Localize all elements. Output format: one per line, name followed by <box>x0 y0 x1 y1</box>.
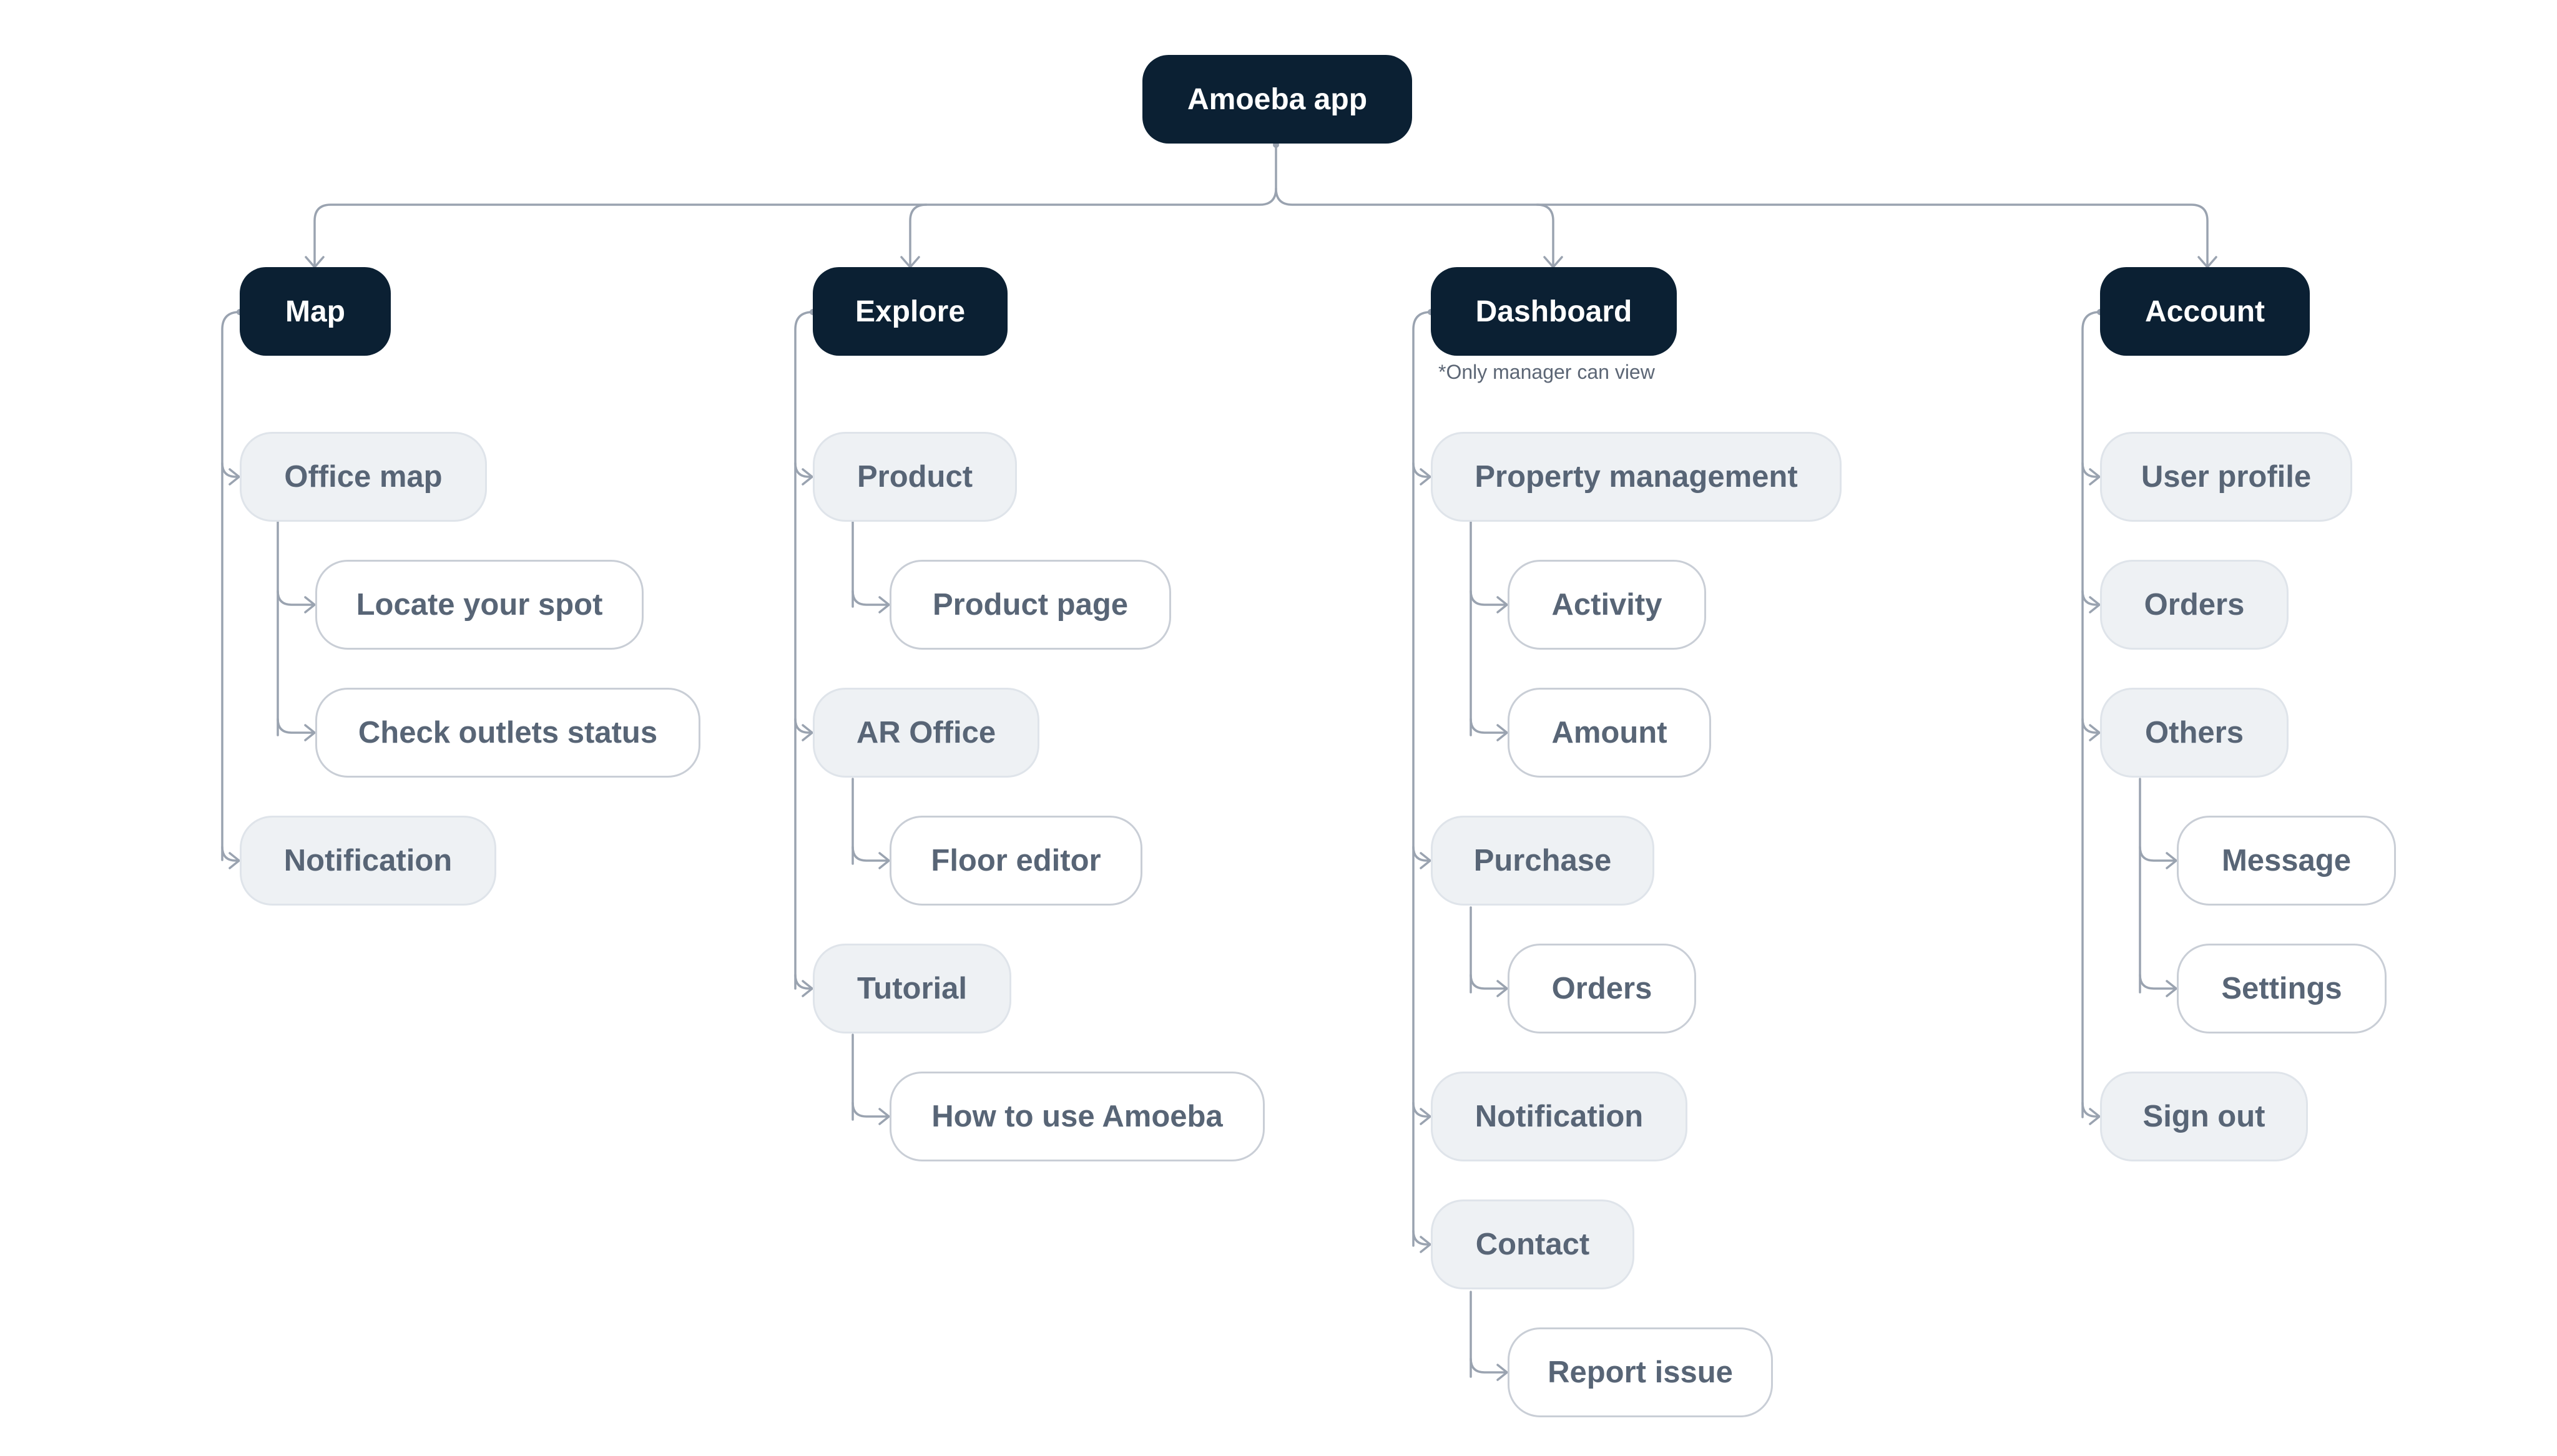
section-map[interactable]: Map <box>240 267 391 356</box>
dashboard-item-notification[interactable]: Notification <box>1431 1072 1687 1161</box>
branch-connector <box>2081 462 2100 478</box>
branch-connector <box>794 718 813 734</box>
branch-connector <box>852 590 890 606</box>
branch-connector <box>277 718 315 734</box>
branch-arrowhead <box>1496 1364 1508 1381</box>
branch-connector <box>794 462 813 478</box>
branch-connector <box>1470 718 1508 734</box>
branch-connector <box>2139 846 2177 862</box>
explore-item-how-to-use-amoeba[interactable]: How to use Amoeba <box>890 1072 1265 1161</box>
branch-connector <box>1470 1357 1508 1374</box>
explore-item-product[interactable]: Product <box>813 432 1017 522</box>
account-item-sign-out[interactable]: Sign out <box>2100 1072 2308 1161</box>
branch-arrowhead <box>802 724 813 741</box>
explore-item-floor-editor[interactable]: Floor editor <box>890 816 1142 906</box>
branch-arrowhead <box>1420 1108 1431 1125</box>
account-item-message[interactable]: Message <box>2177 816 2396 906</box>
branch-arrowhead <box>2166 852 2177 869</box>
branch-connector <box>852 1102 890 1118</box>
branch-connector <box>1470 974 1508 990</box>
branch-arrowhead <box>802 980 813 997</box>
explore-item-tutorial[interactable]: Tutorial <box>813 944 1011 1033</box>
branch-connector <box>1412 462 1431 478</box>
branch-arrowhead <box>1496 980 1508 997</box>
section-account[interactable]: Account <box>2100 267 2310 356</box>
dashboard-item-contact[interactable]: Contact <box>1431 1199 1634 1289</box>
account-item-orders[interactable]: Orders <box>2100 560 2289 650</box>
branch-connector <box>2081 590 2100 606</box>
branch-arrowhead <box>228 468 240 486</box>
map-item-notification[interactable]: Notification <box>240 816 496 906</box>
branch-connector <box>221 846 240 862</box>
map-item-office-map[interactable]: Office map <box>240 432 487 522</box>
branch-connector <box>1412 846 1431 862</box>
branch-arrowhead <box>1420 468 1431 486</box>
explore-item-ar-office[interactable]: AR Office <box>813 688 1039 778</box>
section-dashboard[interactable]: Dashboard <box>1431 267 1677 356</box>
dashboard-access-note: *Only manager can view <box>1438 361 1655 383</box>
branch-arrowhead <box>2089 468 2101 486</box>
branch-connector <box>852 846 890 862</box>
account-item-settings[interactable]: Settings <box>2177 944 2387 1033</box>
branch-arrowhead <box>304 724 316 741</box>
dashboard-item-property-management[interactable]: Property management <box>1431 432 1842 522</box>
branch-connector <box>1412 1229 1431 1246</box>
map-item-locate-your-spot[interactable]: Locate your spot <box>315 560 644 650</box>
account-item-others[interactable]: Others <box>2100 688 2289 778</box>
branch-arrowhead <box>2089 724 2101 741</box>
root-node[interactable]: Amoeba app <box>1142 55 1412 144</box>
branch-connector <box>794 974 813 990</box>
explore-item-product-page[interactable]: Product page <box>890 560 1171 650</box>
branch-arrowhead <box>878 596 890 613</box>
section-explore[interactable]: Explore <box>813 267 1008 356</box>
branch-arrowhead <box>2166 980 2177 997</box>
dashboard-item-amount[interactable]: Amount <box>1508 688 1711 778</box>
branch-arrowhead <box>802 468 813 486</box>
dashboard-item-orders[interactable]: Orders <box>1508 944 1696 1033</box>
branch-connector <box>2139 974 2177 990</box>
branch-arrowhead <box>228 852 240 869</box>
account-item-user-profile[interactable]: User profile <box>2100 432 2352 522</box>
branch-arrowhead <box>304 596 316 613</box>
branch-arrowhead <box>1420 1236 1431 1253</box>
dashboard-item-report-issue[interactable]: Report issue <box>1508 1327 1773 1417</box>
map-item-check-outlets-status[interactable]: Check outlets status <box>315 688 700 778</box>
branch-arrowhead <box>878 1108 890 1125</box>
branch-arrowhead <box>1420 852 1431 869</box>
branch-arrowhead <box>1496 724 1508 741</box>
branch-arrowhead <box>878 852 890 869</box>
branch-connector <box>221 462 240 478</box>
branch-connector <box>2081 718 2100 734</box>
branch-connector <box>1412 1102 1431 1118</box>
branch-arrowhead <box>2089 596 2101 613</box>
branch-arrowhead <box>2089 1108 2101 1125</box>
branch-connector <box>2081 1102 2100 1118</box>
branch-connector <box>1470 590 1508 606</box>
branch-connector <box>277 590 315 606</box>
branch-arrowhead <box>1496 596 1508 613</box>
dashboard-item-purchase[interactable]: Purchase <box>1431 816 1654 906</box>
dashboard-item-activity[interactable]: Activity <box>1508 560 1706 650</box>
